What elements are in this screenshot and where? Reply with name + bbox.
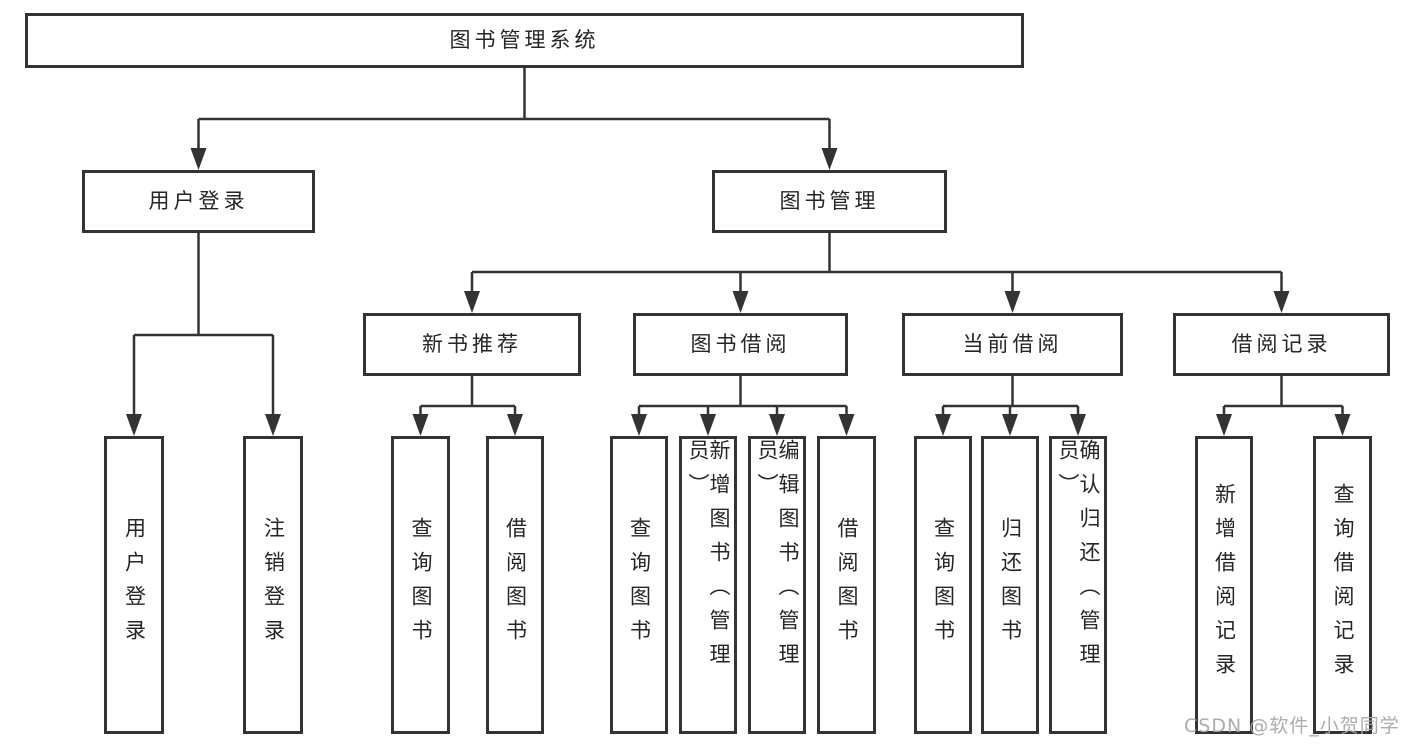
node-new-book-recommend: 新书推荐 xyxy=(363,313,581,376)
leaf-confirm-return-admin: 确认归还（管理员） xyxy=(1049,436,1107,734)
connector-arrows-borrow-records xyxy=(1216,414,1351,436)
connector-lines-user-login xyxy=(132,233,275,416)
leaf-logout: 注销登录 xyxy=(243,436,303,734)
leaf-add-book-admin: 新增图书（管理员） xyxy=(679,436,737,734)
node-label: 图书管理系统 xyxy=(449,28,600,52)
node-label: 编辑图书（管理员） xyxy=(755,439,800,677)
node-label: 注销登录 xyxy=(261,517,286,653)
node-label: 查询图书 xyxy=(409,517,433,653)
node-book-borrow: 图书借阅 xyxy=(633,313,848,376)
node-label: 新增借阅记录 xyxy=(1212,483,1237,687)
leaf-add-borrow-record: 新增借阅记录 xyxy=(1195,436,1253,734)
csdn-watermark: CSDN @软件_小贺同学 xyxy=(1184,715,1400,737)
node-borrow-records: 借阅记录 xyxy=(1173,313,1390,376)
node-label: 借阅记录 xyxy=(1231,332,1332,356)
connector-lines-current-borrow xyxy=(941,376,1080,416)
leaf-user-login: 用户登录 xyxy=(104,436,164,734)
leaf-borrow-books: 借阅图书 xyxy=(817,436,876,734)
connector-lines-book-management xyxy=(470,233,1283,293)
connector-lines-book-borrow xyxy=(637,376,848,416)
node-label: 用户登录 xyxy=(148,189,249,213)
leaf-borrow-books-recommend: 借阅图书 xyxy=(486,436,544,734)
connector-arrows-book-management xyxy=(464,291,1290,313)
node-label: 归还图书 xyxy=(998,517,1023,653)
leaf-return-book: 归还图书 xyxy=(981,436,1039,734)
node-label: 查询借阅记录 xyxy=(1331,483,1355,687)
node-label: 当前借阅 xyxy=(962,332,1063,356)
node-label: 图书管理 xyxy=(779,189,880,213)
leaf-query-books-borrow: 查询图书 xyxy=(610,436,668,734)
connector-arrows-root xyxy=(190,148,838,170)
node-label: 新增图书（管理员） xyxy=(686,439,731,677)
node-label: 图书借阅 xyxy=(690,332,791,356)
leaf-query-books-current: 查询图书 xyxy=(914,436,972,734)
node-label: 查询图书 xyxy=(627,517,652,653)
leaf-edit-book-admin: 编辑图书（管理员） xyxy=(748,436,806,734)
leaf-query-borrow-record: 查询借阅记录 xyxy=(1313,436,1372,734)
node-label: 借阅图书 xyxy=(835,517,859,653)
node-current-borrow: 当前借阅 xyxy=(902,313,1123,376)
node-label: 新书推荐 xyxy=(422,332,522,356)
node-root: 图书管理系统 xyxy=(25,13,1024,68)
node-label: 确认归还（管理员） xyxy=(1056,439,1101,677)
connector-arrows-user-login xyxy=(126,414,281,436)
node-book-management: 图书管理 xyxy=(712,170,947,233)
leaf-query-books-recommend: 查询图书 xyxy=(391,436,450,734)
node-label: 查询图书 xyxy=(931,517,956,653)
connector-arrows-current-borrow xyxy=(935,414,1086,436)
node-label: 用户登录 xyxy=(122,517,147,653)
node-user-login: 用户登录 xyxy=(82,170,315,233)
node-label: 借阅图书 xyxy=(503,517,528,653)
connector-lines-borrow-records xyxy=(1222,376,1344,416)
connector-arrows-book-borrow xyxy=(631,414,855,436)
connector-lines-root xyxy=(197,68,831,150)
connector-arrows-new-book-recommend xyxy=(412,414,523,436)
connector-lines-new-book-recommend xyxy=(419,376,517,416)
